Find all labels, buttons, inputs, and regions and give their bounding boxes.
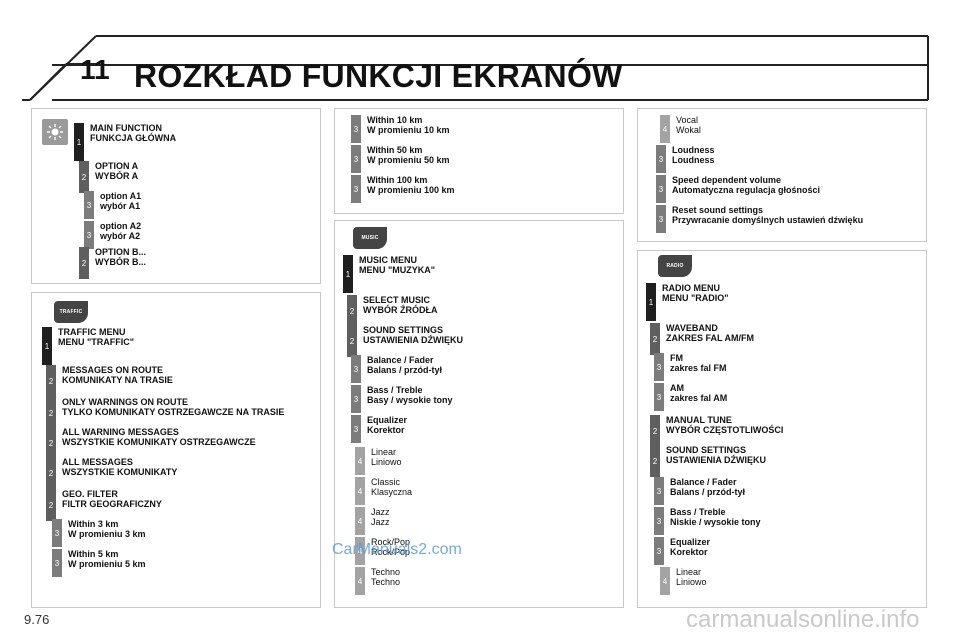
header-rule [52,64,928,66]
level-marker: 3 [351,385,361,413]
level-marker: 4 [355,507,365,535]
level-marker: 3 [654,537,664,565]
level-marker: 4 [660,115,670,143]
level-marker: 2 [46,489,56,521]
level-marker: 2 [79,247,89,279]
level-marker: 2 [650,415,660,447]
level-marker: 2 [650,323,660,355]
level-marker: 2 [46,427,56,459]
traffic-icon: TRAFFIC [54,301,88,323]
level-marker: 3 [84,221,94,249]
light-icon [42,119,68,145]
music-icon: MUSIC [353,227,387,249]
level-marker: 4 [355,477,365,505]
level-marker: 4 [355,447,365,475]
level-marker: 3 [52,519,62,547]
level-marker: 3 [351,115,361,143]
page-title: ROZKŁAD FUNKCJI EKRANÓW [134,58,623,94]
watermark-overlay: CarManuals2.com [332,541,462,558]
level-marker: 3 [351,415,361,443]
chapter-number: 11 [80,54,110,85]
radio-icon: RADIO [658,255,692,277]
level-marker: 2 [46,397,56,429]
level-marker: 3 [656,145,666,173]
level-marker: 3 [351,145,361,173]
page-number: 9.76 [24,612,50,627]
header-corner-line [22,35,929,101]
level-marker: 4 [660,567,670,595]
level-marker: 2 [46,457,56,489]
level-marker: 2 [650,445,660,477]
level-marker: 1 [42,327,52,365]
level-marker: 2 [347,325,357,357]
level-marker: 4 [355,567,365,595]
level-marker: 2 [46,365,56,397]
watermark-site: carmanualsonline.info [686,606,920,633]
level-marker: 3 [656,205,666,233]
level-marker: 3 [654,383,664,411]
level-marker: 3 [351,175,361,203]
level-marker: 1 [646,283,656,321]
level-marker: 1 [343,255,353,293]
list-item: 2 OPTION B...WYBÓR B... [79,247,146,279]
level-marker: 3 [52,549,62,577]
level-marker: 1 [74,123,84,161]
level-marker: 3 [84,191,94,219]
level-marker: 4 [355,537,365,565]
level-marker: 3 [654,353,664,381]
level-marker: 2 [79,161,89,193]
level-marker: 3 [654,477,664,505]
level-marker: 2 [347,295,357,327]
level-marker: 3 [654,507,664,535]
level-marker: 3 [656,175,666,203]
level-marker: 3 [351,355,361,383]
